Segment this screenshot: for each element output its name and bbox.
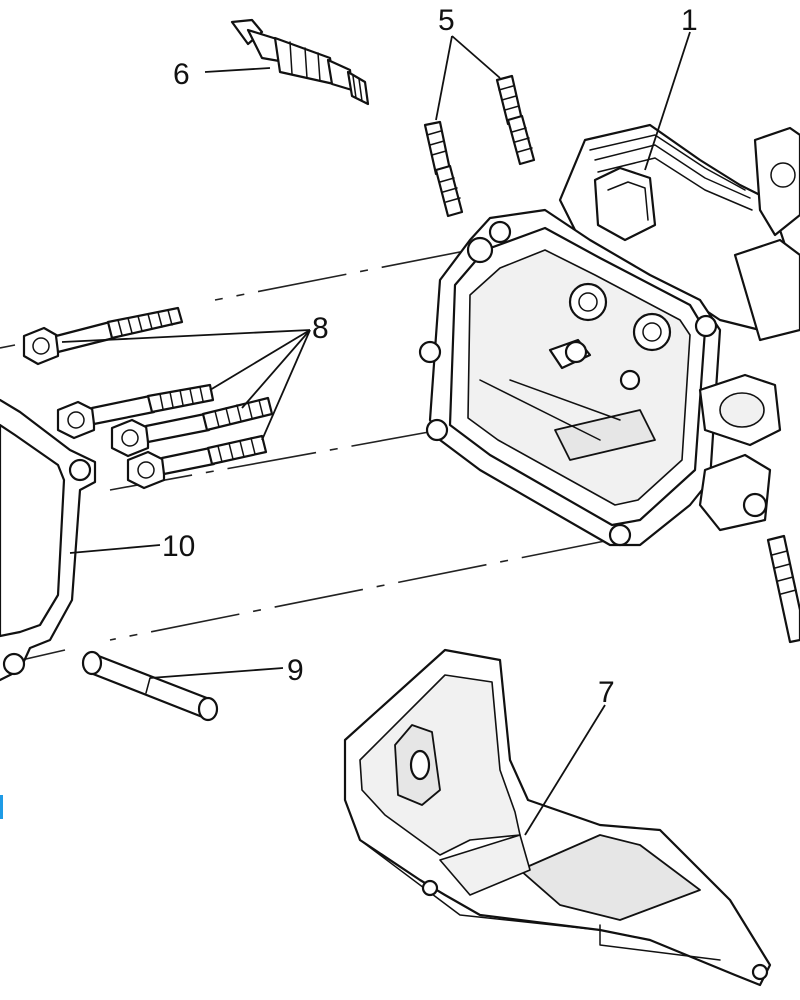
callout-5: 5 — [438, 4, 455, 37]
heat-shield — [343, 648, 772, 987]
dowel-pin — [81, 650, 219, 722]
callout-10: 10 — [162, 530, 195, 563]
stud-bolts — [423, 74, 536, 218]
callout-7: 7 — [598, 676, 615, 709]
callout-9: 9 — [287, 654, 304, 687]
callout-6: 6 — [173, 58, 190, 91]
cylinder-head — [418, 123, 800, 644]
callout-1: 1 — [681, 4, 698, 37]
head-bolts — [22, 306, 274, 490]
head-gasket — [0, 398, 97, 682]
callouts: 1 5 6 7 8 9 10 — [162, 4, 698, 709]
leader-lines — [61, 31, 691, 836]
spark-plug — [230, 18, 370, 106]
callout-8: 8 — [312, 312, 329, 345]
margin-mark — [0, 795, 3, 819]
